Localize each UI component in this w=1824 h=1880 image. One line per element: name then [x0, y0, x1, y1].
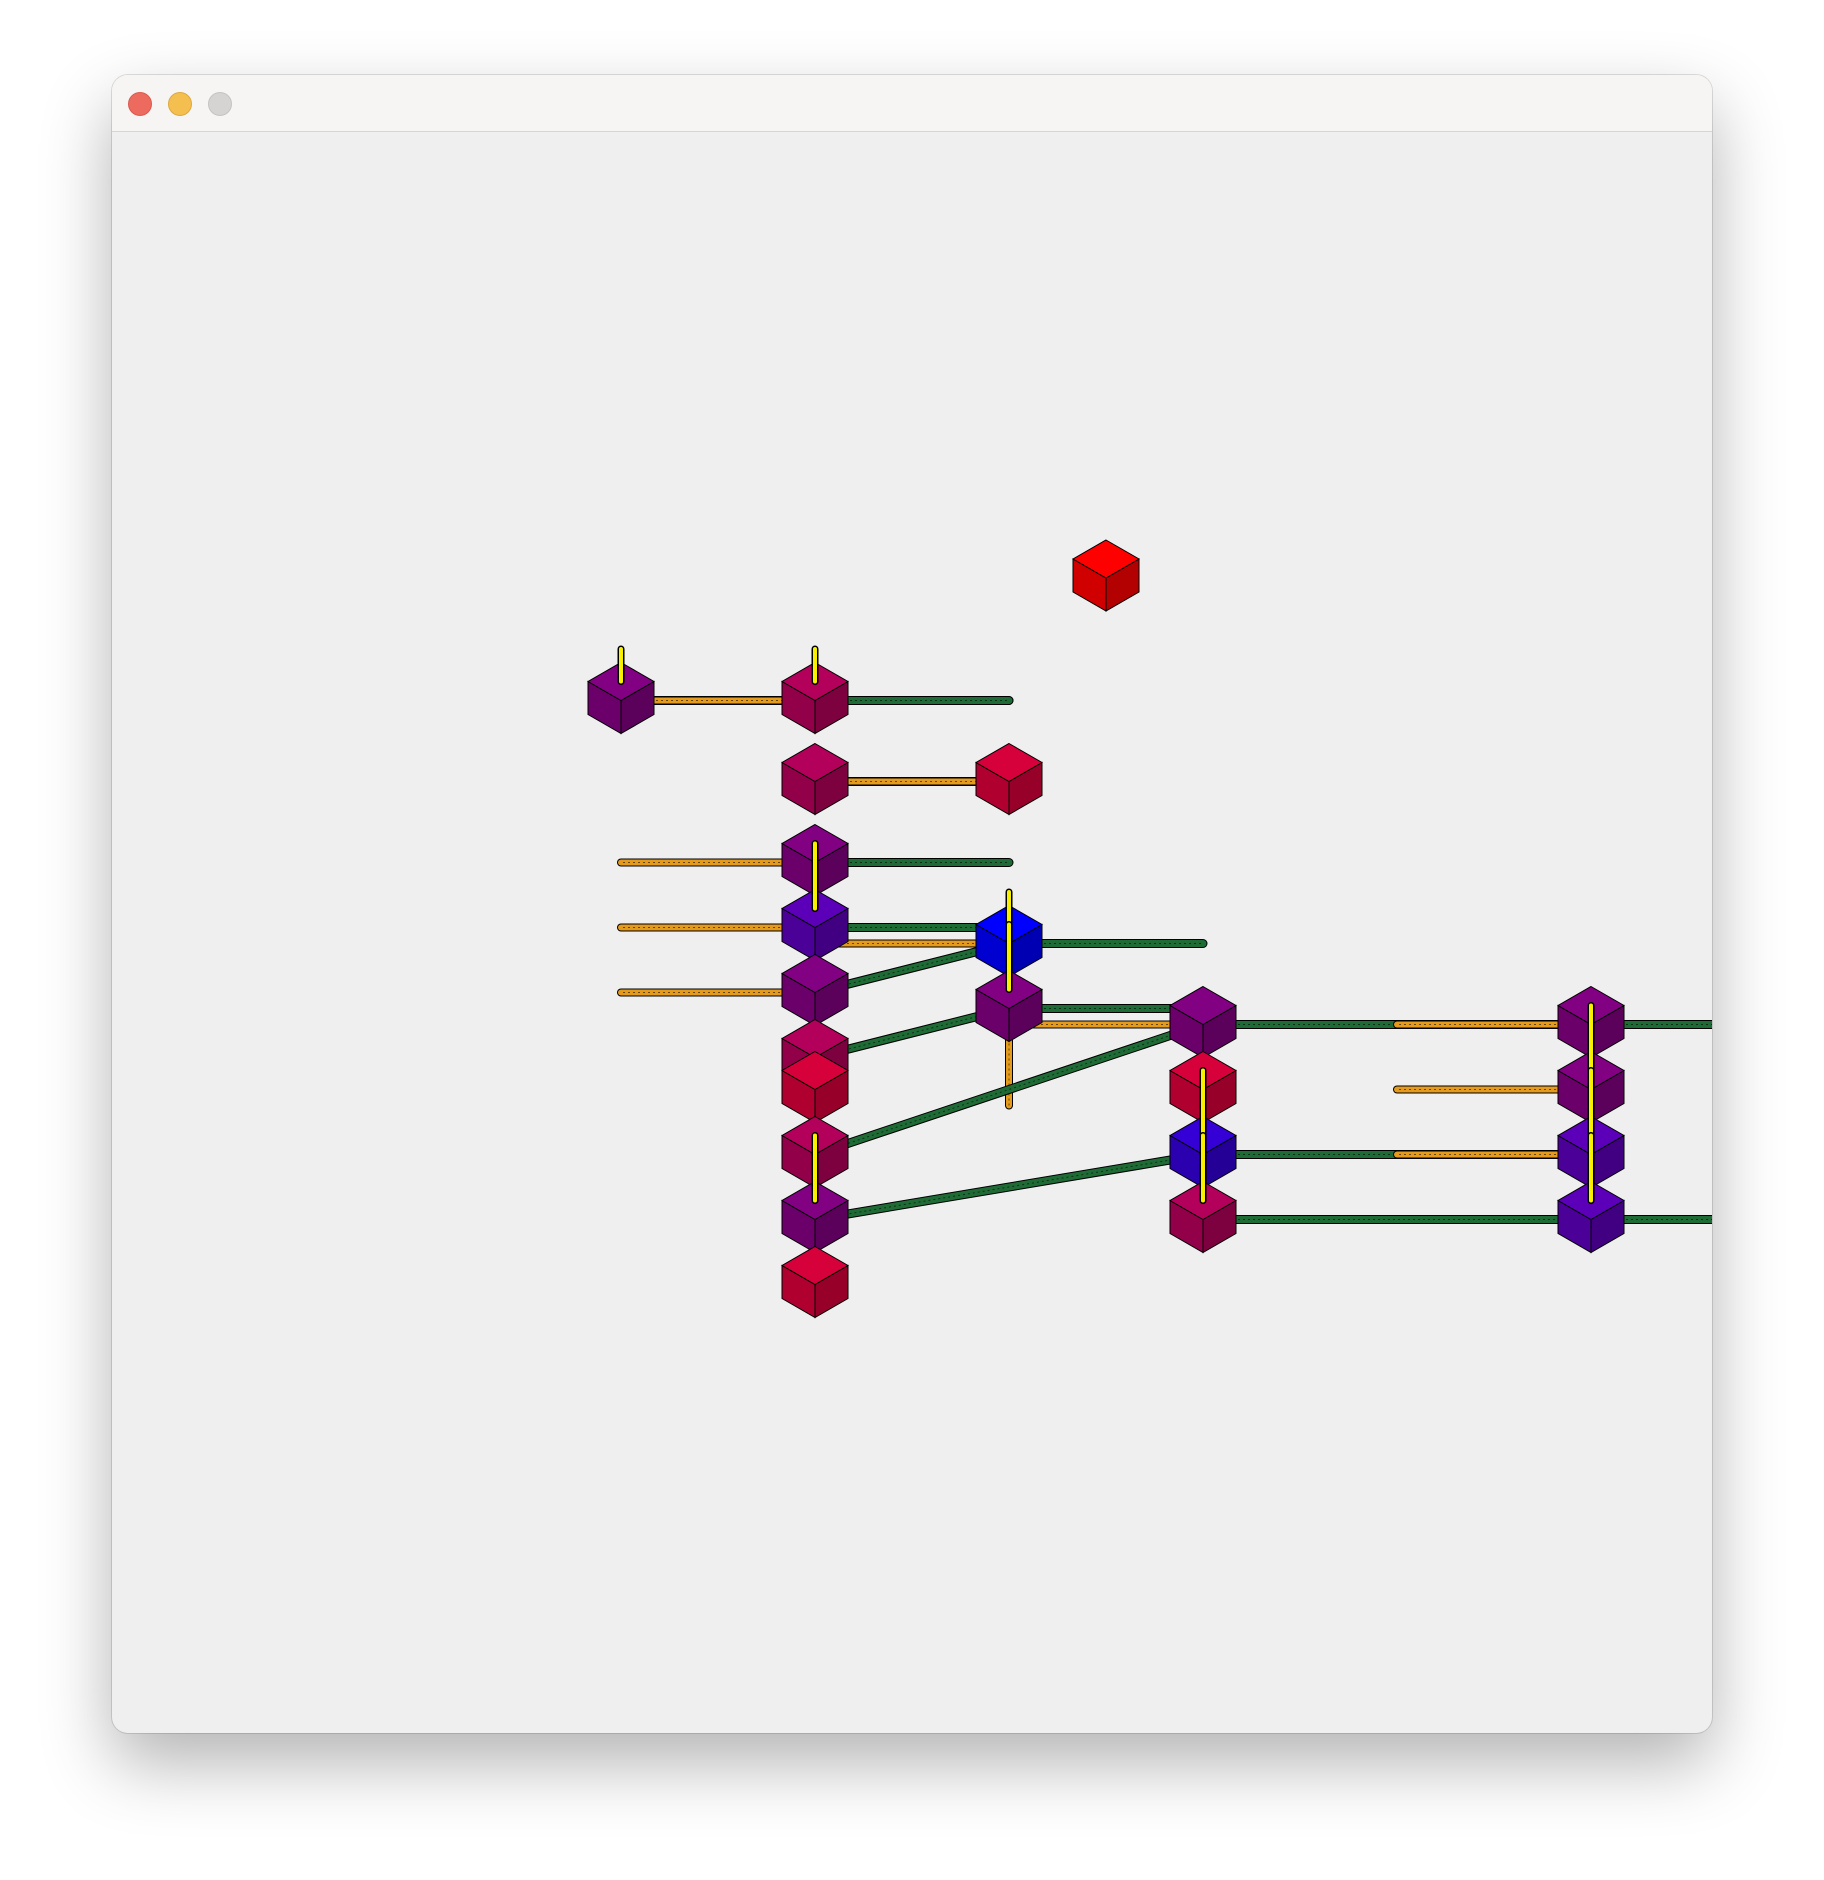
- cube-top-face: [1071, 539, 1141, 579]
- cube-top-face: [780, 1245, 850, 1286]
- cube-top-face: [974, 742, 1044, 783]
- isometric-lattice-scene[interactable]: [112, 132, 1712, 1733]
- lattice-cube: [780, 953, 850, 1027]
- lattice-cube: [780, 742, 850, 816]
- bond-texture: [814, 1024, 1204, 1155]
- close-button[interactable]: [128, 92, 152, 116]
- zoom-button[interactable]: [208, 92, 232, 116]
- cube-top-face: [780, 953, 850, 994]
- minimize-button[interactable]: [168, 92, 192, 116]
- bond-green: [810, 1150, 1208, 1224]
- lattice-cube: [1556, 1050, 1626, 1124]
- cube-top-face: [780, 1050, 850, 1091]
- lattice-cube: [974, 742, 1044, 816]
- lattice-cube: [780, 1245, 850, 1319]
- vertical-bond-layer: [617, 645, 1595, 1204]
- bond-green: [810, 1020, 1208, 1159]
- cube-top-face: [780, 742, 850, 783]
- lattice-cube: [1168, 1180, 1238, 1254]
- lattice-cube: [1071, 539, 1141, 612]
- cube-top-face: [1168, 985, 1238, 1026]
- lattice-cube: [1168, 985, 1238, 1059]
- bond-texture: [814, 1154, 1204, 1220]
- scene-canvas[interactable]: [112, 132, 1712, 1733]
- app-window: [112, 75, 1712, 1733]
- window-titlebar[interactable]: [112, 75, 1712, 132]
